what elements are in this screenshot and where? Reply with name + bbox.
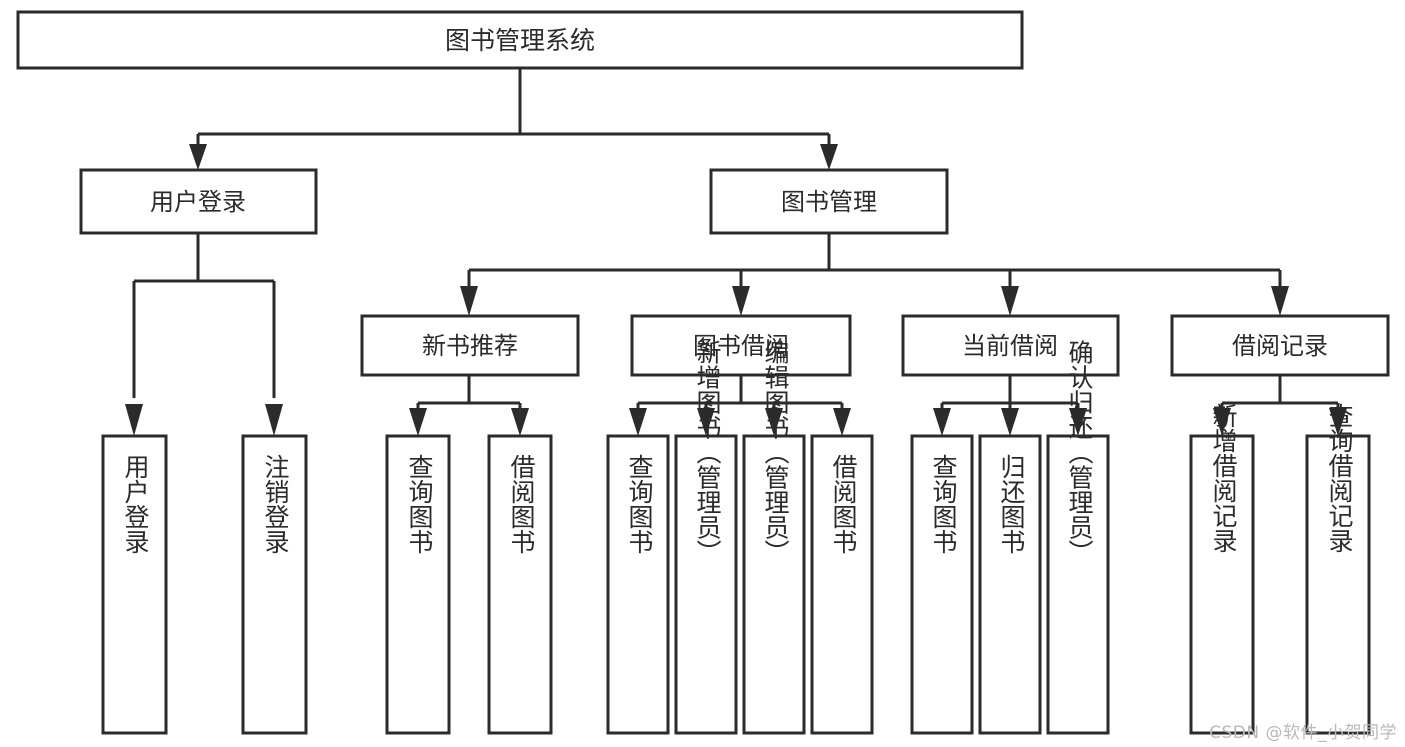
node-book-borrow[interactable]: 图书借阅 (630, 314, 852, 377)
arrow-head-leaf-query-book-1 (409, 408, 427, 436)
node-leaf-query-book-1[interactable]: 查询图书 (385, 434, 451, 735)
node-leaf-confirm-return-label: 确认归还（管理员） (1065, 340, 1094, 565)
arrow-head-leaf-borrow-book-1 (511, 408, 529, 436)
node-leaf-add-book[interactable]: 新增图书（管理员） (674, 340, 738, 735)
arrow-head-current-borrow (1001, 286, 1019, 316)
node-leaf-add-record[interactable]: 新增借阅记录 (1189, 403, 1255, 735)
node-leaf-confirm-return[interactable]: 确认归还（管理员） (1046, 340, 1110, 735)
node-leaf-query-book-2[interactable]: 查询图书 (606, 434, 670, 735)
node-leaf-borrow-book-2[interactable]: 借阅图书 (810, 434, 874, 735)
node-leaf-user-login-label: 用户登录 (121, 454, 150, 554)
node-leaf-borrow-book-1-label: 借阅图书 (507, 454, 536, 554)
node-leaf-query-record[interactable]: 查询借阅记录 (1305, 403, 1371, 735)
node-user-login-label: 用户登录 (150, 188, 246, 216)
node-book-manage-label: 图书管理 (781, 188, 877, 216)
node-leaf-return-book-label: 归还图书 (997, 454, 1026, 554)
arrow-head-book-borrow (732, 286, 750, 316)
arrow-head-leaf-edit-book (765, 408, 783, 436)
arrow-head-leaf-query-book-2 (629, 408, 647, 436)
node-leaf-add-record-label: 新增借阅记录 (1209, 403, 1238, 553)
node-leaf-return-book[interactable]: 归还图书 (978, 434, 1042, 735)
arrow-head-leaf-borrow-book-2 (833, 408, 851, 436)
node-leaf-borrow-book-2-label: 借阅图书 (829, 454, 858, 554)
node-borrow-record[interactable]: 借阅记录 (1170, 314, 1390, 377)
arrow-head-new-book-rec (460, 286, 478, 316)
node-leaf-borrow-book-1[interactable]: 借阅图书 (487, 434, 553, 735)
node-current-borrow-label: 当前借阅 (962, 332, 1058, 360)
csdn-watermark: CSDN @软件_小贺同学 (1209, 723, 1397, 743)
node-new-book-rec-label: 新书推荐 (422, 332, 518, 360)
node-root-label: 图书管理系统 (445, 26, 595, 55)
arrow-head-leaf-user-login (125, 404, 143, 436)
node-leaf-logout[interactable]: 注销登录 (241, 434, 308, 735)
node-book-borrow-label: 图书借阅 (693, 332, 789, 360)
arrow-head-leaf-confirm-return (1069, 408, 1087, 436)
node-leaf-query-book-3-label: 查询图书 (929, 454, 958, 554)
node-leaf-user-login[interactable]: 用户登录 (101, 434, 168, 735)
node-leaf-query-book-2-label: 查询图书 (625, 454, 654, 554)
node-leaf-query-record-label: 查询借阅记录 (1325, 403, 1354, 553)
arrow-head-borrow-record (1271, 286, 1289, 316)
arrow-head-leaf-query-book-3 (933, 408, 951, 436)
arrow-head-leaf-add-book (697, 408, 715, 436)
node-root[interactable]: 图书管理系统 (16, 10, 1024, 70)
node-leaf-edit-book[interactable]: 编辑图书（管理员） (742, 340, 806, 735)
connector-layer (125, 68, 1347, 436)
node-leaf-add-book-label: 新增图书（管理员） (693, 340, 722, 565)
node-current-borrow[interactable]: 当前借阅 (901, 314, 1120, 377)
node-leaf-logout-label: 注销登录 (261, 454, 290, 554)
arrow-head-book-manage (820, 144, 838, 170)
arrow-head-leaf-query-record (1329, 408, 1347, 436)
arrow-head-leaf-add-record (1213, 408, 1231, 436)
arrow-head-user-login (189, 144, 207, 170)
node-book-manage[interactable]: 图书管理 (709, 168, 949, 235)
node-leaf-query-book-3[interactable]: 查询图书 (910, 434, 974, 735)
arrow-head-leaf-return-book (1001, 408, 1019, 436)
arrow-head-leaf-logout (265, 404, 283, 436)
node-borrow-record-label: 借阅记录 (1232, 332, 1328, 360)
node-user-login[interactable]: 用户登录 (79, 168, 318, 235)
node-leaf-query-book-1-label: 查询图书 (405, 454, 434, 554)
node-leaf-edit-book-label: 编辑图书（管理员） (761, 340, 790, 565)
node-new-book-rec[interactable]: 新书推荐 (360, 314, 580, 377)
